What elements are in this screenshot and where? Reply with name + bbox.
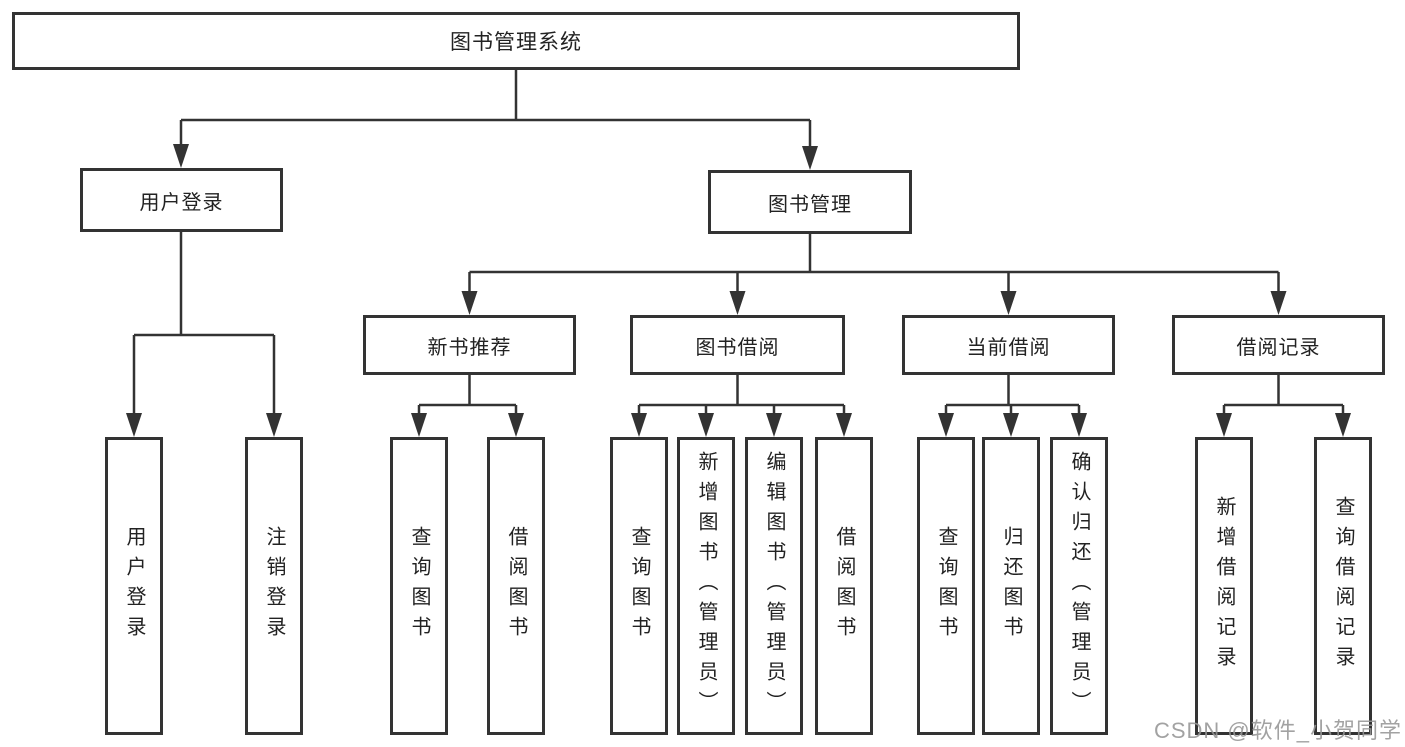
leaf-label: 查询借阅记录 (1332, 496, 1354, 676)
node-label: 图书借阅 (695, 336, 780, 359)
leaf-add-borrow-record: 新增借阅记录 (1195, 437, 1253, 735)
edge-book-borrow-children (631, 375, 852, 437)
node-book-borrow: 图书借阅 (630, 315, 845, 375)
edge-current-borrow-children (938, 375, 1087, 437)
leaf-label: 确认归还（管理员） (1068, 451, 1090, 721)
node-library-management-system: 图书管理系统 (12, 12, 1020, 70)
leaf-label: 借阅图书 (505, 526, 527, 646)
leaf-label: 查询图书 (935, 526, 957, 646)
node-label: 图书管理系统 (450, 31, 582, 54)
leaf-label: 编辑图书（管理员） (763, 451, 785, 721)
leaf-query-books-current: 查询图书 (917, 437, 975, 735)
node-label: 新书推荐 (427, 336, 512, 359)
node-label: 图书管理 (768, 193, 852, 216)
leaf-edit-books-admin: 编辑图书（管理员） (745, 437, 803, 735)
edge-borrow-records-children (1216, 375, 1351, 437)
leaf-query-books-recommend: 查询图书 (390, 437, 448, 735)
leaf-query-books-borrow: 查询图书 (610, 437, 668, 735)
leaf-label: 用户登录 (123, 526, 145, 646)
leaf-user-login: 用户登录 (105, 437, 163, 735)
edge-root-to-level2 (173, 70, 818, 170)
node-new-book-recommend: 新书推荐 (363, 315, 576, 375)
node-label: 用户登录 (139, 191, 224, 214)
leaf-add-books-admin: 新增图书（管理员） (677, 437, 735, 735)
node-borrow-records: 借阅记录 (1172, 315, 1385, 375)
leaf-label: 归还图书 (1000, 526, 1022, 646)
edge-book-mgmt-to-level3 (461, 234, 1287, 315)
csdn-watermark: CSDN @软件_小贺同学 (1153, 718, 1402, 743)
leaf-label: 借阅图书 (833, 526, 855, 646)
node-current-borrow: 当前借阅 (902, 315, 1115, 375)
leaf-return-books: 归还图书 (982, 437, 1040, 735)
leaf-query-borrow-record: 查询借阅记录 (1314, 437, 1372, 735)
leaf-label: 注销登录 (263, 526, 285, 646)
leaf-borrow-books: 借阅图书 (815, 437, 873, 735)
leaf-label: 查询图书 (628, 526, 650, 646)
leaf-logout: 注销登录 (245, 437, 303, 735)
leaf-label: 查询图书 (408, 526, 430, 646)
leaf-confirm-return-admin: 确认归还（管理员） (1050, 437, 1108, 735)
leaf-label: 新增图书（管理员） (695, 451, 717, 721)
leaf-borrow-books-recommend: 借阅图书 (487, 437, 545, 735)
node-user-login: 用户登录 (80, 168, 283, 232)
edge-new-book-recommend-children (411, 375, 524, 437)
node-label: 当前借阅 (966, 336, 1051, 359)
node-label: 借阅记录 (1236, 336, 1321, 359)
edge-user-login-children (126, 232, 282, 437)
leaf-label: 新增借阅记录 (1213, 496, 1235, 676)
node-book-management: 图书管理 (708, 170, 912, 234)
